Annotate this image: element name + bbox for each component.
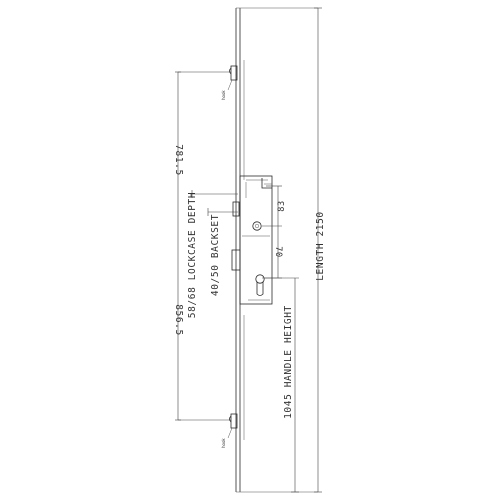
dim-781-5-label: 781.5 [173, 144, 184, 176]
lockcase-depth-dimension [191, 190, 238, 198]
dim-856-5-label: 856.5 [173, 304, 184, 336]
lockcase-depth-label: 58/68 LOCKCASE DEPTH [187, 192, 198, 318]
dim-83 [262, 185, 282, 227]
lock-case [231, 175, 273, 305]
spindle-follower [252, 221, 262, 231]
length-label: LENGTH 2150 [315, 211, 326, 281]
top-hook-bolt [227, 65, 238, 91]
hook-tag-bottom: hook [221, 438, 226, 448]
handle-height-dimension [262, 277, 299, 493]
bottom-hook-bolt [227, 413, 238, 439]
dim-781-5 [175, 71, 231, 278]
dim-70-label: 70 [273, 246, 283, 257]
handle-height-label: 1045 HANDLE HEIGHT [283, 305, 294, 419]
length-dimension [314, 7, 322, 493]
backset-label: 40/50 BACKSET [210, 214, 221, 296]
hook-tag-top: hook [221, 90, 226, 100]
dim-83-label: 83 [277, 200, 287, 211]
euro-cylinder-cutout [255, 274, 265, 296]
dim-856-5 [175, 278, 231, 421]
